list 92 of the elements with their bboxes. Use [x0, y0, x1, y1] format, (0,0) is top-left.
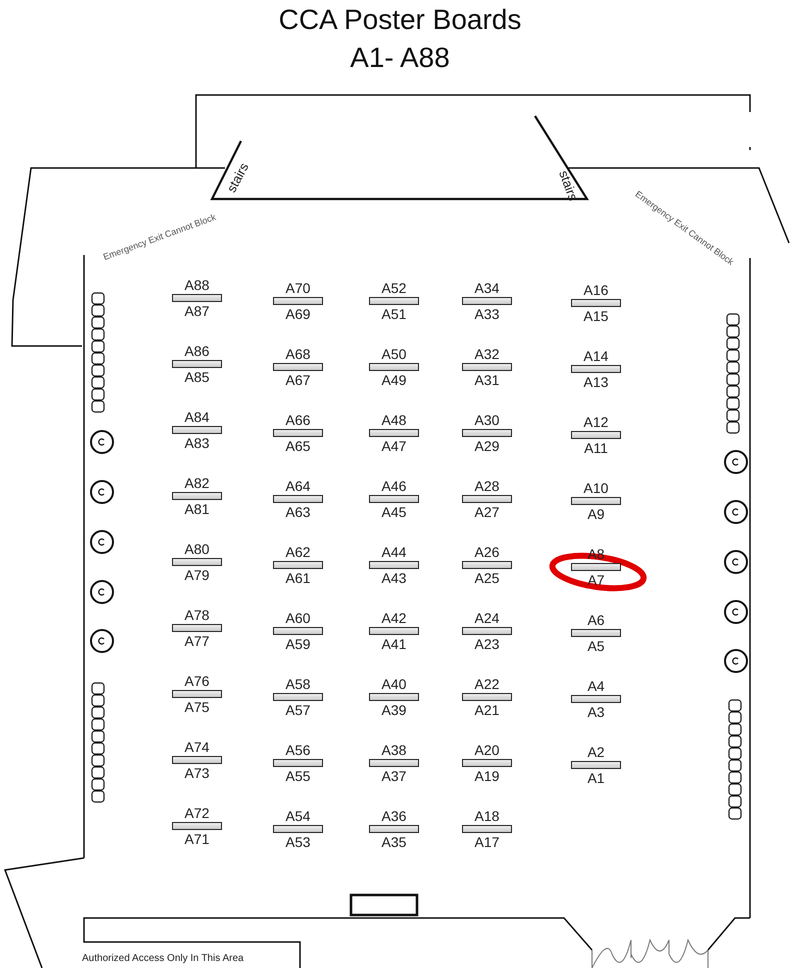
board-number: A67	[286, 372, 310, 388]
stairs-label: stairs	[556, 168, 581, 203]
board-number: A77	[184, 633, 210, 649]
board-number: A5	[587, 638, 605, 654]
board-number: A57	[286, 702, 310, 718]
board-number: A39	[382, 702, 406, 718]
board-number: A9	[587, 506, 605, 522]
board-number: A59	[286, 636, 310, 652]
board-number: A72	[184, 805, 210, 821]
title-subtitle: A1- A88	[349, 42, 451, 74]
board-number: A41	[382, 636, 406, 652]
board-number: A31	[474, 372, 500, 388]
board-number: A13	[584, 374, 608, 390]
board-number: A64	[286, 478, 310, 494]
board-number: A88	[184, 277, 210, 293]
board-number: A75	[184, 699, 210, 715]
board-number: A74	[184, 739, 210, 755]
board-number: A26	[474, 544, 500, 560]
board-number: A76	[184, 673, 210, 689]
board-number: A3	[587, 704, 605, 720]
board-number: A69	[286, 306, 310, 322]
board-number: A47	[382, 438, 406, 454]
board-number: A7	[587, 572, 605, 588]
board-number: A10	[584, 480, 608, 496]
access-notice: Authorized Access Only In This Area	[82, 953, 244, 964]
board-number: A85	[184, 369, 210, 385]
board-number: A40	[382, 676, 406, 692]
board-number: A6	[587, 612, 605, 628]
board-number: A62	[286, 544, 310, 560]
board-number: A43	[382, 570, 406, 586]
board-number: A84	[184, 409, 210, 425]
board-number: A11	[584, 440, 608, 456]
board-number: A20	[474, 742, 500, 758]
board-number: A34	[474, 280, 500, 296]
board-number: A83	[184, 435, 210, 451]
board-number: A36	[382, 808, 406, 824]
board-number: A79	[184, 567, 210, 583]
board-number: A73	[184, 765, 210, 781]
board-number: A38	[382, 742, 406, 758]
board-number: A50	[382, 346, 406, 362]
board-number: A48	[382, 412, 406, 428]
board-number: A21	[474, 702, 500, 718]
board-number: A4	[587, 678, 605, 694]
board-number: A71	[184, 831, 210, 847]
board-number: A53	[286, 834, 310, 850]
board-number: A68	[286, 346, 310, 362]
board-number: A17	[474, 834, 500, 850]
board-number: A82	[184, 475, 210, 491]
board-number: A37	[382, 768, 406, 784]
board-number: A65	[286, 438, 310, 454]
board-number: A66	[286, 412, 310, 428]
board-number: A56	[286, 742, 310, 758]
board-number: A70	[286, 280, 310, 296]
board-number: A80	[184, 541, 210, 557]
board-number: A42	[382, 610, 406, 626]
board-number: A29	[474, 438, 500, 454]
board-number: A35	[382, 834, 406, 850]
board-number: A16	[584, 282, 608, 298]
board-number: A23	[474, 636, 500, 652]
board-number: A1	[587, 770, 605, 786]
stairs-label: stairs	[224, 160, 252, 195]
board-number: A18	[474, 808, 500, 824]
board-number: A25	[474, 570, 500, 586]
board-number: A55	[286, 768, 310, 784]
board-number: A78	[184, 607, 210, 623]
board-number: A30	[474, 412, 500, 428]
board-number: A2	[587, 744, 605, 760]
board-number: A49	[382, 372, 406, 388]
board-number: A52	[382, 280, 406, 296]
board-number: A22	[474, 676, 500, 692]
board-number: A86	[184, 343, 210, 359]
title: CCA Poster Boards	[278, 4, 522, 36]
board-number: A54	[286, 808, 310, 824]
board-number: A81	[184, 501, 210, 517]
board-number: A87	[184, 303, 210, 319]
board-number: A15	[584, 308, 608, 324]
board-number: A61	[286, 570, 310, 586]
board-number: A33	[474, 306, 500, 322]
board-number: A12	[584, 414, 608, 430]
board-number: A45	[382, 504, 406, 520]
board-number: A14	[584, 348, 608, 364]
board-number: A27	[474, 504, 500, 520]
board-number: A19	[474, 768, 500, 784]
board-number: A60	[286, 610, 310, 626]
board-number: A32	[474, 346, 500, 362]
board-number: A63	[286, 504, 310, 520]
board-number: A51	[382, 306, 406, 322]
board-number: A58	[286, 676, 310, 692]
board-number: A24	[474, 610, 500, 626]
board-number: A46	[382, 478, 406, 494]
board-number: A44	[382, 544, 406, 560]
board-number: A28	[474, 478, 500, 494]
